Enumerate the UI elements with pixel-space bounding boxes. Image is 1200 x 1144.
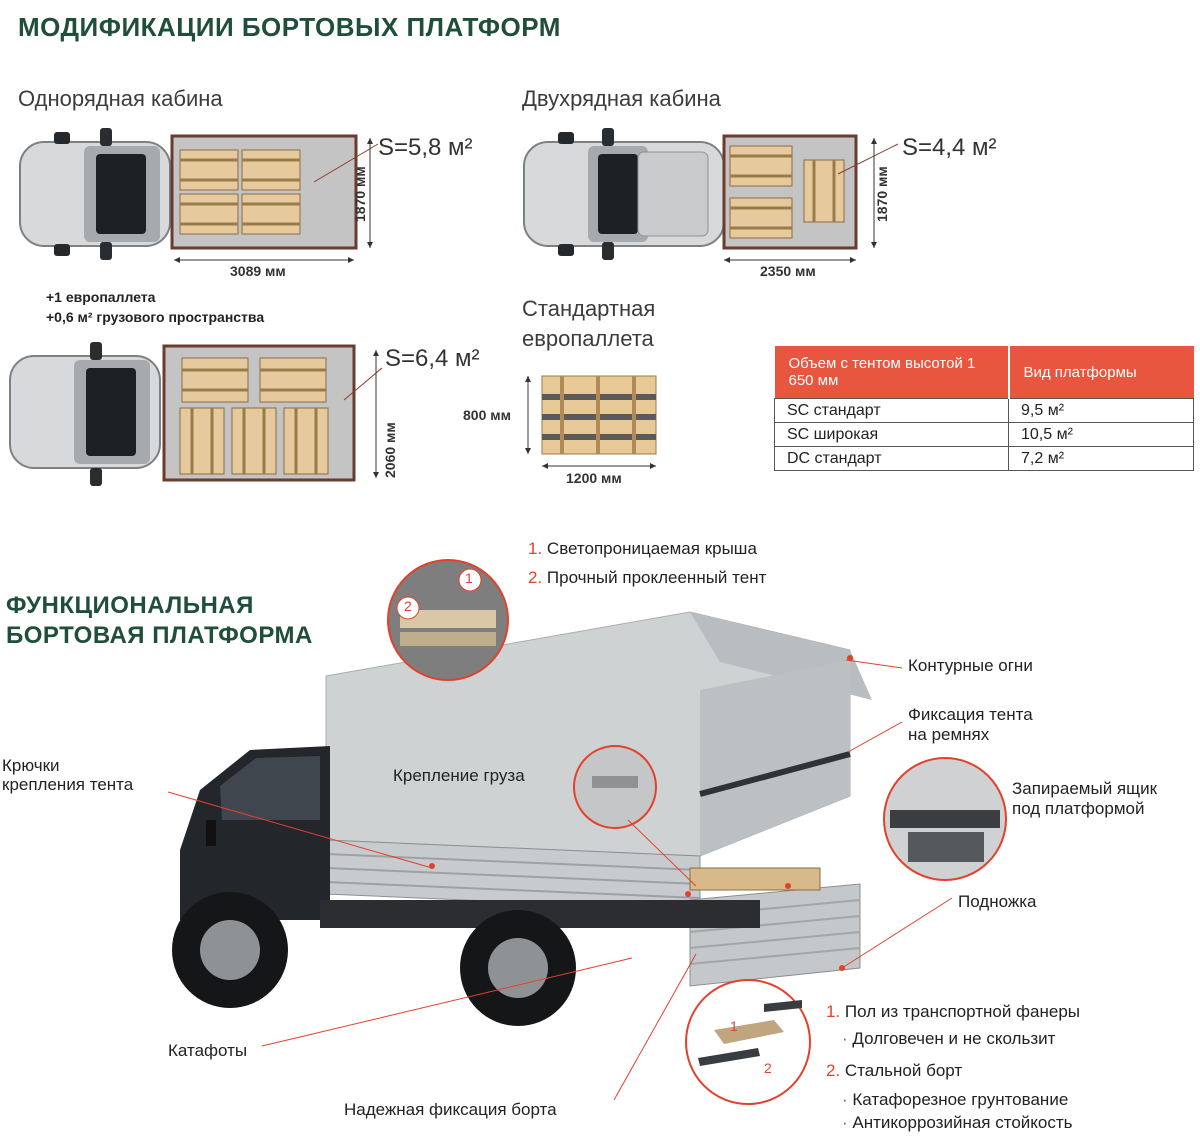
wide-note-line2: +0,6 м² грузового пространства (46, 309, 265, 325)
table-header-row: Объем с тентом высотой 1 650 мм Вид плат… (774, 346, 1194, 399)
floor-badge-1: 1 (730, 1018, 738, 1034)
truck-illustration (172, 611, 872, 1026)
floor-feature-2-sub1: · Катафорезное грунтование (842, 1090, 1068, 1110)
table-cell-name: DC стандарт (774, 446, 1009, 471)
callout-reflectors: Катафоты (168, 1041, 248, 1060)
roof-feature-1-text: Светопроницаемая крыша (546, 539, 757, 558)
double-cab-area: S=4,4 м² (902, 134, 997, 161)
euro-pallet-heading-line1: Стандартная (522, 296, 656, 321)
euro-pallet-heading-line2: европаллета (522, 326, 654, 351)
table-row: SC широкая 10,5 м² (774, 422, 1194, 447)
table-cell-name: SC широкая (774, 422, 1009, 447)
roof-badge-1: 1 (465, 570, 473, 586)
euro-pallet-height: 800 мм (463, 407, 511, 423)
floor-feature-2-sub2-text: Антикоррозийная стойкость (852, 1113, 1073, 1132)
euro-pallet-illustration (525, 375, 657, 469)
single-cab-length: 3089 мм (230, 263, 286, 279)
bullet-icon: · (842, 1113, 848, 1132)
single-cab-area: S=5,8 м² (378, 134, 473, 161)
callout-hooks-line2: крепления тента (2, 775, 134, 794)
table-cell-value: 7,2 м² (1008, 446, 1194, 471)
floor-feature-2-sub1-text: Катафорезное грунтование (852, 1090, 1069, 1109)
table-header-platform: Вид платформы (1007, 346, 1194, 399)
callout-contour-lights: Контурные огни (908, 656, 1033, 675)
volume-table: Объем с тентом высотой 1 650 мм Вид плат… (774, 346, 1194, 471)
single-cab-plan-illustration (19, 128, 379, 263)
roof-feature-1: 1. Светопроницаемая крыша (528, 539, 757, 559)
wide-platform-plan-illustration (9, 342, 383, 486)
callout-hooks-line1: Крючки (2, 756, 60, 775)
bullet-icon: · (842, 1090, 848, 1109)
floor-badge-2: 2 (764, 1060, 772, 1076)
callout-tent-straps-line1: Фиксация тента (908, 705, 1033, 724)
cargo-fix-detail-circle (573, 745, 657, 829)
floor-feature-1-sub: · Долговечен и не скользит (842, 1029, 1055, 1049)
callout-lock-box-line2: под платформой (1012, 799, 1145, 818)
bullet-icon: · (842, 1029, 848, 1048)
floor-feature-1-text: Пол из транспортной фанеры (844, 1002, 1081, 1021)
floor-feature-2: 2. Стальной борт (826, 1061, 962, 1081)
functional-title-line1: ФУНКЦИОНАЛЬНАЯ (6, 592, 254, 619)
double-cab-heading: Двухрядная кабина (522, 86, 721, 111)
table-header-volume: Объем с тентом высотой 1 650 мм (774, 346, 1009, 399)
floor-feature-1-sub-text: Долговечен и не скользит (852, 1029, 1056, 1048)
lock-box-detail-circle (883, 757, 1007, 881)
callout-side-fix: Надежная фиксация борта (344, 1100, 557, 1119)
floor-feature-2-sub2: · Антикоррозийная стойкость (842, 1113, 1073, 1133)
callout-tent-straps-line2: на ремнях (908, 725, 990, 744)
modifications-title: МОДИФИКАЦИИ БОРТОВЫХ ПЛАТФОРМ (18, 12, 561, 42)
wide-platform-area: S=6,4 м² (385, 345, 480, 372)
table-row: DC стандарт 7,2 м² (774, 446, 1194, 471)
roof-feature-1-number: 1. (528, 539, 543, 558)
floor-feature-1: 1. Пол из транспортной фанеры (826, 1002, 1080, 1022)
table-cell-name: SC стандарт (774, 398, 1009, 423)
floor-feature-2-text: Стальной борт (844, 1061, 963, 1080)
functional-title-line2: БОРТОВАЯ ПЛАТФОРМА (6, 622, 313, 649)
roof-feature-2-text: Прочный проклеенный тент (546, 568, 767, 587)
floor-feature-1-number: 1. (826, 1002, 841, 1021)
roof-feature-2: 2. Прочный проклеенный тент (528, 568, 766, 588)
roof-feature-2-number: 2. (528, 568, 543, 587)
floor-detail-circle (685, 979, 811, 1105)
callout-lock-box-line1: Запираемый ящик (1012, 779, 1158, 798)
callout-cargo-fix: Крепление груза (393, 766, 525, 785)
single-cab-heading: Однорядная кабина (18, 86, 223, 111)
wide-note-line1: +1 европаллета (46, 289, 156, 305)
floor-feature-2-number: 2. (826, 1061, 841, 1080)
roof-detail-circle (387, 559, 509, 681)
callout-step: Подножка (958, 892, 1037, 911)
euro-pallet-width: 1200 мм (566, 470, 622, 486)
roof-badge-2: 2 (404, 598, 412, 614)
double-cab-length: 2350 мм (760, 263, 816, 279)
double-cab-plan-illustration (523, 128, 899, 263)
